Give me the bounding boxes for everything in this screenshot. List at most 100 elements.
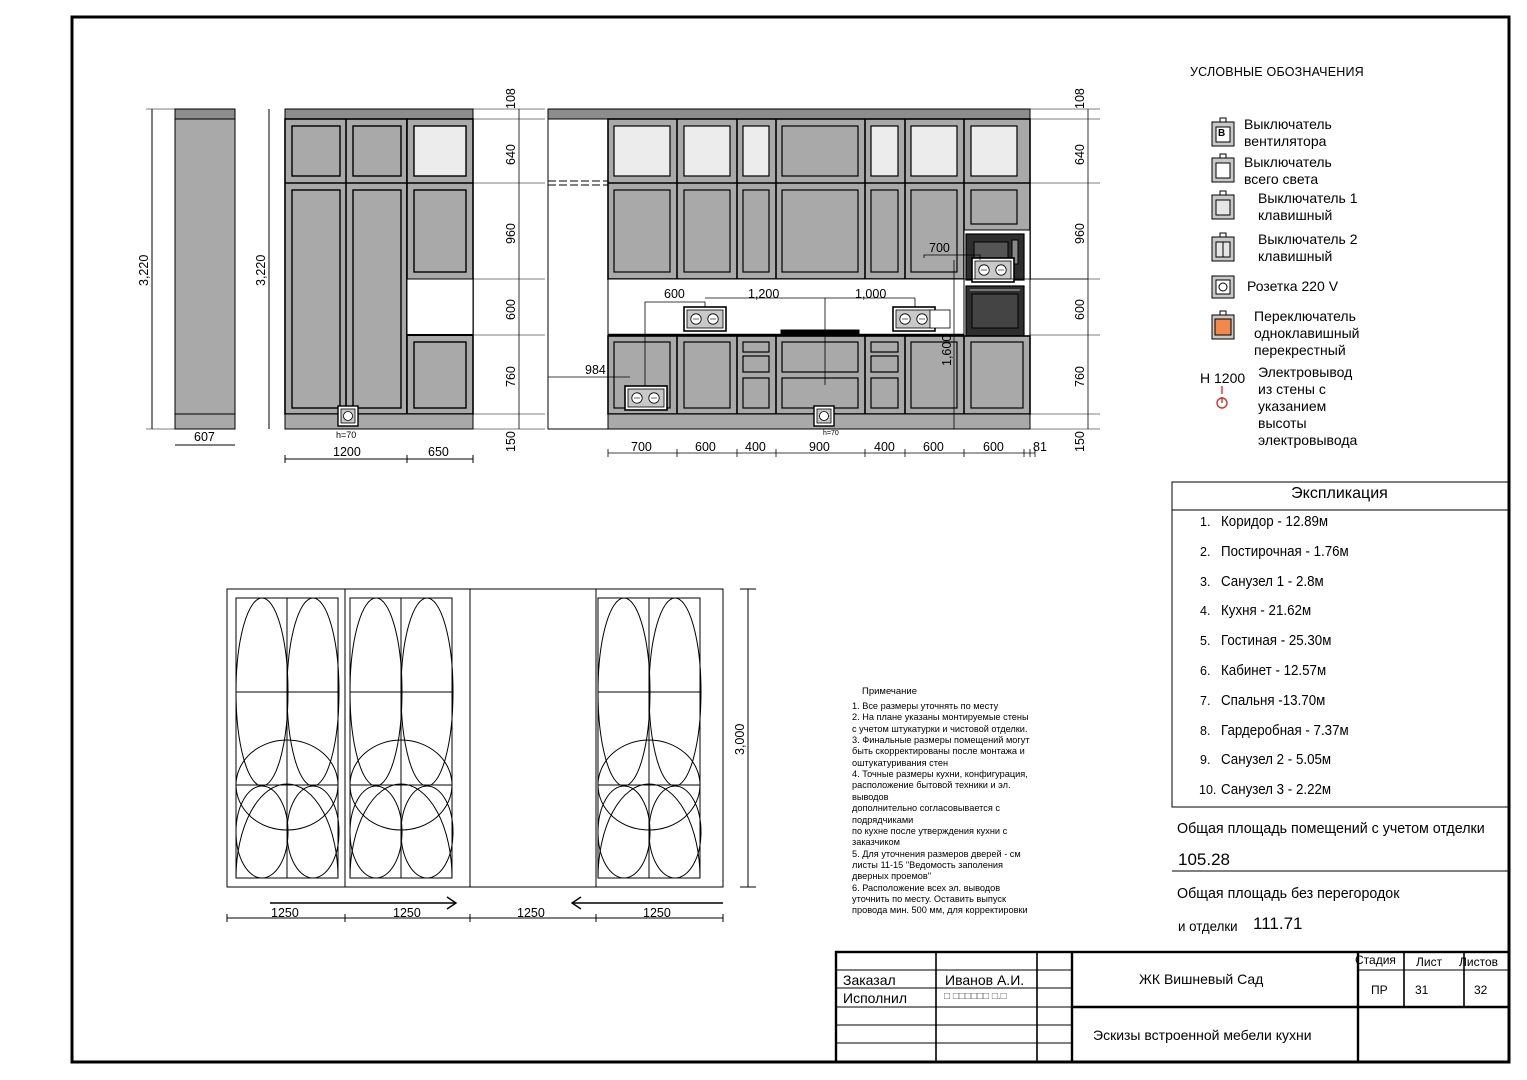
stamp-executed-value: □ □□□□□□ □.□: [944, 991, 1007, 1002]
scale-150-right: 150: [1073, 431, 1087, 452]
stamp-sheet-title: Эскизы встроенной мебели кухни: [1093, 1027, 1312, 1043]
note-line: 2. На плане указаны монтируемые стены: [852, 712, 1029, 723]
stamp-stage: ПР: [1371, 983, 1388, 997]
explication-row-number: 10.: [1199, 783, 1217, 798]
explication-row-label: Кабинет - 12.57м: [1221, 663, 1327, 679]
dim-side-height: 3,220: [137, 254, 151, 286]
gross-area-value: 111.71: [1253, 914, 1303, 933]
dim-wardrobe-1200: 1200: [333, 445, 361, 459]
socket-icon: [1211, 275, 1235, 299]
stamp-sheets: 32: [1474, 983, 1488, 997]
note-line: с учетом штукатурки и чистовой отделки.: [852, 723, 1028, 734]
scale-640-left: 640: [504, 144, 518, 165]
stamp-project: ЖК Вишневый Сад: [1139, 971, 1264, 987]
explication-row-label: Гардеробная - 7.37м: [1221, 722, 1349, 739]
scale-960-left: 960: [504, 223, 518, 244]
legend-fan-switch: Выключатель вентилятора: [1244, 116, 1332, 149]
notes-title: Примечание: [862, 686, 917, 697]
wire-outlet-icon: [1216, 386, 1228, 409]
scale-150-left: 150: [504, 431, 518, 452]
stamp-ordered-value: Иванов А.И.: [945, 972, 1025, 988]
explication-row-label: Коридор - 12.89м: [1221, 514, 1329, 530]
legend-single-switch: Выключатель 1 клавишный: [1258, 190, 1358, 223]
dim-1600: 1,600: [940, 334, 954, 366]
legend-wire-height: Н 1200: [1200, 370, 1246, 386]
title-block: [834, 950, 1511, 1064]
note-line: расположение бытовой техники и эл.: [852, 780, 1011, 791]
dim-bottom-600a: 600: [695, 440, 716, 454]
dim-wardrobe-height: 3,220: [254, 254, 268, 286]
legend-socket: Розетка 220 V: [1247, 278, 1339, 294]
explication-row-number: 9.: [1200, 753, 1211, 768]
total-area-label: Общая площадь помещений с учетом отделки: [1177, 820, 1485, 837]
note-line: подрядчиками: [852, 814, 914, 825]
dim-bottom-400a: 400: [745, 440, 766, 454]
door-width-1: 1250: [271, 906, 299, 920]
dim-700-top: 700: [929, 241, 950, 255]
double-switch-icon: [1211, 232, 1235, 262]
explication-row-number: 5.: [1200, 634, 1211, 649]
side-panel-elevation: [146, 108, 236, 446]
note-line: оштукатуривания стен: [852, 757, 949, 768]
scale-760-right: 760: [1073, 366, 1087, 387]
stamp-executed-label: Исполнил: [843, 990, 908, 1006]
legend-main-switch: Выключатель всего света: [1244, 154, 1332, 187]
scale-760-left: 760: [504, 366, 518, 387]
dim-1200-top: 1,200: [748, 287, 780, 301]
legend-cross-switch: Переключатель одноклавишный перекрестный: [1254, 308, 1360, 358]
stamp-ordered-label: Заказал: [843, 972, 896, 988]
door-width-2: 1250: [393, 906, 421, 920]
total-area-value: 105.28: [1178, 850, 1230, 869]
socket-height-label: h=70: [336, 430, 357, 440]
explication-row-number: 1.: [1200, 515, 1211, 529]
dim-bottom-81: 81: [1033, 440, 1047, 454]
note-line: дверных проемов": [852, 871, 932, 882]
legend-double-switch: Выключатель 2 клавишный: [1258, 231, 1358, 264]
scale-108-right: 108: [1073, 88, 1087, 109]
explication-title: Экспликация: [1291, 485, 1388, 502]
dim-side-width: 607: [194, 430, 215, 444]
wardrobe-elevation: [268, 108, 474, 463]
note-line: выводов: [852, 791, 889, 802]
note-line: 5. Для уточнения размеров дверей - см: [852, 848, 1021, 859]
legend-icons: [1211, 117, 1235, 409]
sliding-doors-elevation: [226, 588, 756, 922]
kitchen-elevation: [547, 108, 1031, 430]
dim-wardrobe-650: 650: [428, 445, 449, 459]
legend-wire-outlet: Электровывод из стены с указанием высоты…: [1258, 364, 1358, 448]
stamp-sheet-label: Лист: [1416, 955, 1443, 969]
note-line: 4. Точные размеры кухни, конфигурация,: [852, 769, 1028, 780]
explication-row-label: Санузел 3 - 2.22м: [1221, 782, 1332, 799]
cross-switch-icon: [1211, 310, 1235, 340]
dim-bottom-900: 900: [809, 440, 830, 454]
explication-table: [1171, 481, 1510, 872]
main-light-switch-icon: [1211, 153, 1235, 183]
explication-row-number: 2.: [1200, 544, 1211, 559]
explication-row-label: Постирочная - 1.76м: [1221, 543, 1349, 560]
note-line: уточнить по месту. Оставить выпуск: [852, 893, 1006, 904]
note-line: по кухне после утверждения кухни с: [852, 825, 1008, 836]
explication-row-number: 4.: [1200, 604, 1211, 619]
explication-row-label: Гостиная - 25.30м: [1221, 633, 1332, 650]
door-width-3: 1250: [517, 906, 545, 920]
explication-row-number: 6.: [1200, 664, 1211, 678]
legend-title: УСЛОВНЫЕ ОБОЗНАЧЕНИЯ: [1190, 65, 1364, 79]
kitchen-dimension-lines: [548, 254, 1088, 457]
gross-area-label: Общая площадь без перегородок: [1177, 885, 1400, 902]
door-height: 3,000: [733, 723, 747, 755]
dim-600-top: 600: [664, 287, 685, 301]
scale-600-right: 600: [1073, 299, 1087, 320]
stamp-sheets-label: Листов: [1459, 955, 1498, 969]
explication-row-label: Санузел 1 - 2.8м: [1221, 573, 1324, 590]
note-line: 1. Все размеры уточнять по месту: [852, 701, 999, 711]
gross-area-label-2: и отделки: [1178, 918, 1238, 934]
height-scale-right: [1030, 108, 1100, 430]
note-line: быть скорректированы после монтажа и: [852, 746, 1025, 757]
scale-640-right: 640: [1073, 144, 1087, 165]
scale-108-left: 108: [504, 88, 518, 109]
scale-600-left: 600: [504, 299, 518, 320]
explication-row-number: 7.: [1200, 693, 1211, 708]
dim-bottom-400b: 400: [874, 440, 895, 454]
note-line: 3. Финальные размеры помещений могут: [852, 735, 1030, 746]
